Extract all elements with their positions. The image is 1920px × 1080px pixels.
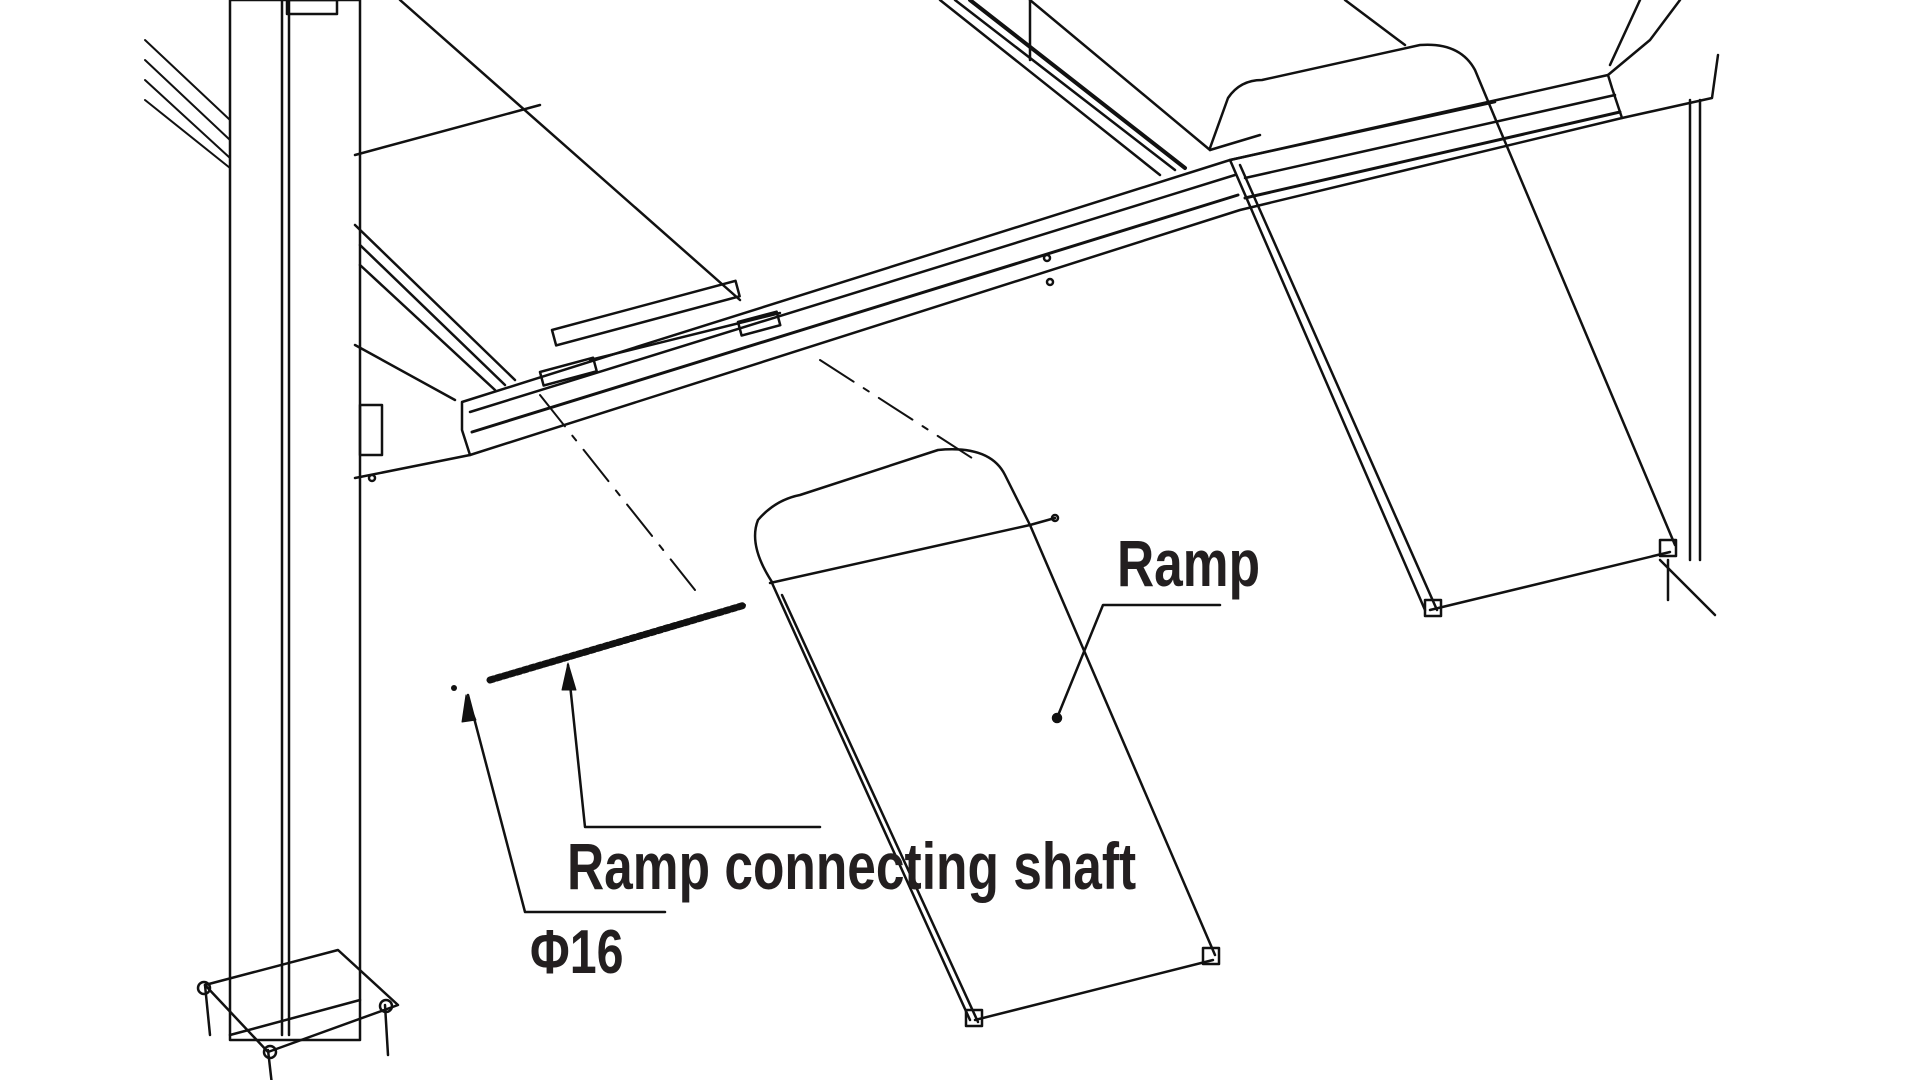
ramp-exploded	[539, 359, 1221, 1028]
left-post	[196, 0, 400, 1080]
connecting-shaft	[451, 601, 749, 691]
connecting-shaft-label: Ramp connecting shaft	[567, 829, 1137, 903]
cross-beam	[460, 0, 1720, 457]
left-rails	[144, 39, 231, 169]
ramp-installed	[1208, 43, 1717, 618]
leader-lines	[461, 603, 1222, 914]
platform	[353, 0, 1407, 480]
ramp-label: Ramp	[1117, 526, 1261, 600]
diameter-label: Φ16	[530, 918, 624, 987]
